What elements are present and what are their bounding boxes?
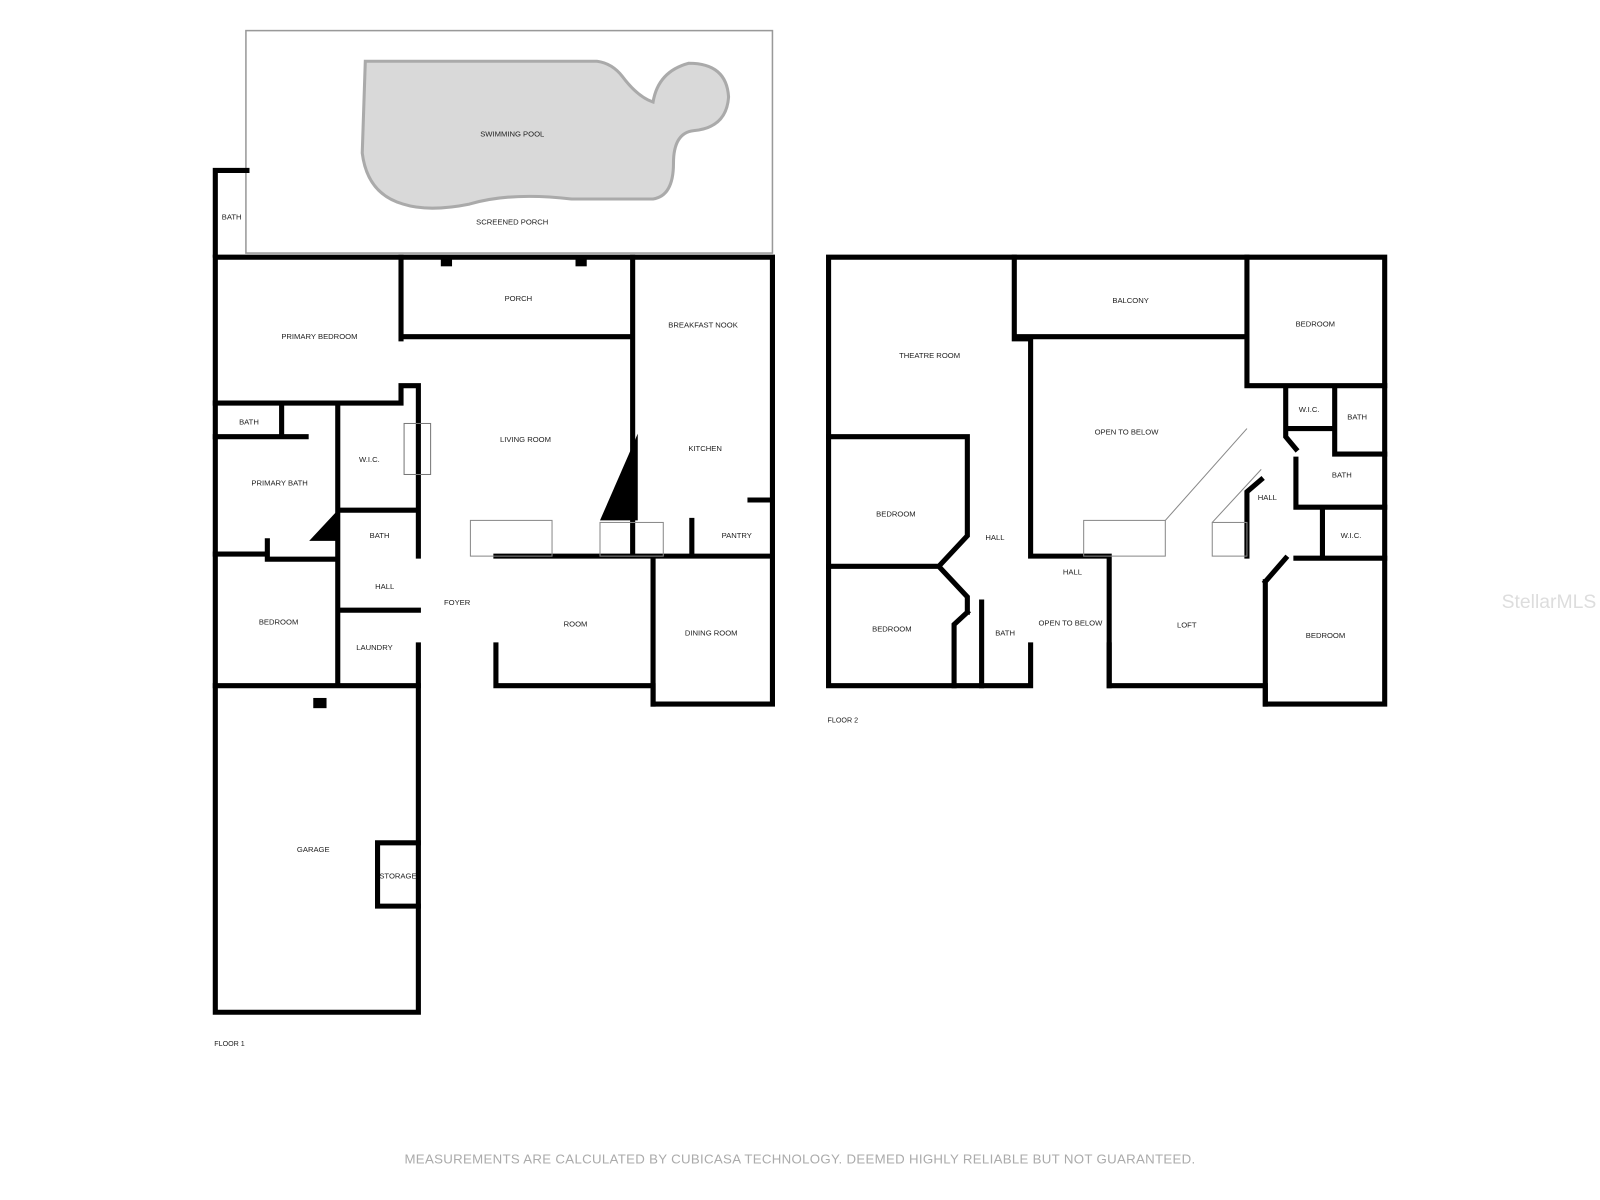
floor-2: BALCONY BEDROOM THEATRE ROOM W.I.C. BATH… — [826, 254, 1388, 724]
disclaimer: MEASUREMENTS ARE CALCULATED BY CUBICASA … — [404, 1151, 1195, 1166]
label-room: ROOM — [564, 620, 588, 629]
label-bedroom: BEDROOM — [259, 617, 298, 626]
label-bath: BATH — [370, 531, 390, 540]
fireplace — [403, 422, 432, 475]
label-swimming-pool: SWIMMING POOL — [480, 130, 544, 139]
label-bath: BATH — [1347, 412, 1367, 421]
stair-void-2 — [309, 510, 338, 541]
label-balcony: BALCONY — [1112, 296, 1149, 305]
label-living-room: LIVING ROOM — [500, 435, 551, 444]
label-screened-porch: SCREENED PORCH — [476, 217, 548, 226]
label-bedroom: BEDROOM — [872, 625, 911, 634]
label-hall: HALL — [1063, 567, 1082, 576]
label-theatre-room: THEATRE ROOM — [899, 351, 960, 360]
label-porch: PORCH — [505, 294, 533, 303]
label-storage: STORAGE — [379, 872, 416, 881]
label-foyer: FOYER — [444, 598, 471, 607]
column — [575, 255, 587, 267]
label-bath: BATH — [1332, 471, 1352, 480]
label-bath: BATH — [995, 629, 1015, 638]
label-bedroom: BEDROOM — [876, 509, 915, 518]
label-breakfast-nook: BREAKFAST NOOK — [668, 321, 738, 330]
stair-diagonal — [1164, 428, 1262, 523]
stairs-upper — [1211, 521, 1248, 557]
floor-2-interior-walls — [826, 254, 1388, 707]
label-open-to-below: OPEN TO BELOW — [1095, 428, 1160, 437]
floor-2-label: FLOOR 2 — [828, 716, 859, 724]
column — [440, 255, 453, 267]
swimming-pool — [360, 59, 731, 210]
label-dining-room: DINING ROOM — [685, 629, 738, 638]
outdoor-bath-walls — [212, 167, 250, 258]
floor-1-interior-walls — [212, 254, 775, 909]
floor-1-label: FLOOR 1 — [214, 1040, 245, 1048]
column — [313, 697, 327, 709]
label-open-to-below: OPEN TO BELOW — [1038, 619, 1103, 628]
stairs — [469, 519, 553, 557]
floor-1: SWIMMING POOL SCREENED PORCH BATH PORCH … — [212, 29, 775, 1048]
label-wic: W.I.C. — [1299, 405, 1320, 414]
label-laundry: LAUNDRY — [356, 643, 392, 652]
label-kitchen: KITCHEN — [688, 444, 722, 453]
label-loft: LOFT — [1177, 621, 1197, 630]
label-wic: W.I.C. — [1341, 531, 1362, 540]
label-bedroom: BEDROOM — [1306, 631, 1345, 640]
label-hall: HALL — [1258, 493, 1277, 502]
screened-porch-enclosure — [245, 29, 774, 254]
label-bedroom: BEDROOM — [1296, 320, 1335, 329]
label-wic: W.I.C. — [359, 455, 380, 464]
watermark: StellarMLS — [1502, 591, 1597, 613]
label-bath: BATH — [239, 417, 259, 426]
label-pantry: PANTRY — [722, 531, 752, 540]
stairs — [1083, 519, 1166, 557]
label-hall: HALL — [375, 582, 394, 591]
label-garage: GARAGE — [297, 845, 330, 854]
label-hall: HALL — [985, 533, 1004, 542]
stairs-lower — [599, 521, 664, 557]
label-bath: BATH — [222, 212, 242, 221]
label-primary-bedroom: PRIMARY BEDROOM — [281, 332, 357, 341]
label-primary-bath: PRIMARY BATH — [251, 479, 307, 488]
